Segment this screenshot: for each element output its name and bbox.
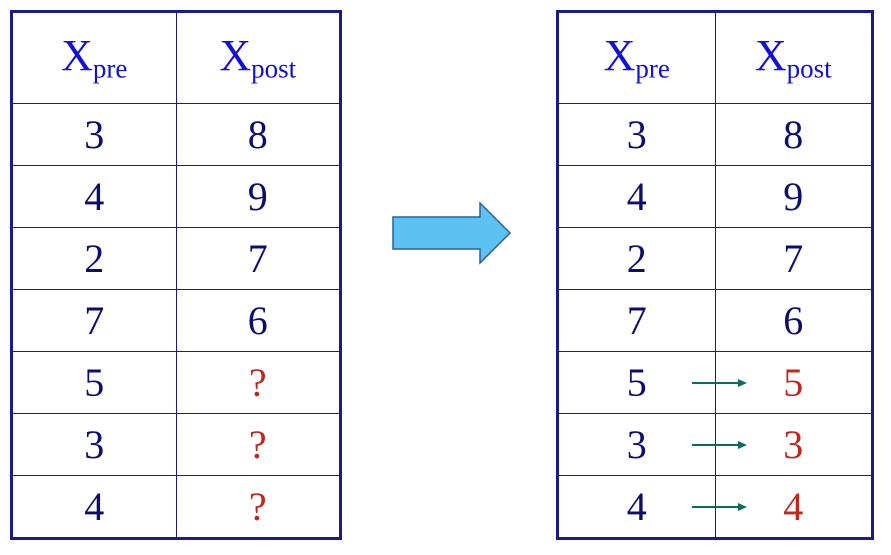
table-row: 7 6	[557, 289, 873, 352]
cell-pre: 3	[557, 103, 716, 166]
table-row: 7 6	[11, 289, 341, 352]
cell-post: 9	[175, 165, 341, 228]
cell-pre: 3	[557, 413, 716, 476]
table-row: 2 7	[11, 227, 341, 290]
cell-post-missing: ?	[175, 351, 341, 414]
cell-post: 6	[175, 289, 341, 352]
cell-post-missing: ?	[175, 475, 341, 539]
table-after: Xpre Xpost 3 8 4 9 2 7 7 6 5	[556, 10, 874, 540]
table-row: 5 5	[557, 351, 873, 414]
header-x-post: Xpost	[714, 11, 873, 104]
small-right-arrow-icon	[691, 440, 747, 449]
cell-pre: 2	[557, 227, 716, 290]
table-row: 4 4	[557, 475, 873, 539]
cell-post: 8	[714, 103, 873, 166]
table-row: 3 3	[557, 413, 873, 476]
small-right-arrow-icon	[691, 502, 747, 511]
cell-post-imputed: 4	[691, 475, 873, 539]
header-x-pre: Xpre	[11, 11, 177, 104]
table-before: Xpre Xpost 3 8 4 9 2 7 7 6 5 ? 3	[10, 10, 342, 540]
right-arrow-icon	[392, 201, 512, 265]
cell-post-missing: ?	[175, 413, 341, 476]
cell-post: 8	[175, 103, 341, 166]
cell-pre: 4	[557, 475, 716, 539]
cell-post: 9	[714, 165, 873, 228]
header-x-post: Xpost	[175, 11, 341, 104]
cell-pre: 3	[11, 413, 177, 476]
header-x-pre: Xpre	[557, 11, 716, 104]
cell-post-imputed: 5	[691, 351, 873, 414]
cell-pre: 7	[557, 289, 716, 352]
cell-pre: 4	[11, 475, 177, 539]
cell-pre: 4	[557, 165, 716, 228]
cell-post: 7	[714, 227, 873, 290]
table-row: 4 9	[557, 165, 873, 228]
table-row: 2 7	[557, 227, 873, 290]
header-row: Xpre Xpost	[557, 11, 873, 104]
cell-pre: 5	[11, 351, 177, 414]
cell-pre: 4	[11, 165, 177, 228]
table-row: 3 ?	[11, 413, 341, 476]
table-row: 3 8	[557, 103, 873, 166]
cell-pre: 2	[11, 227, 177, 290]
cell-post: 6	[714, 289, 873, 352]
cell-pre: 3	[11, 103, 177, 166]
table-row: 3 8	[11, 103, 341, 166]
cell-post: 7	[175, 227, 341, 290]
table-row: 4 9	[11, 165, 341, 228]
cell-post-imputed: 3	[691, 413, 873, 476]
table-row: 4 ?	[11, 475, 341, 539]
header-row: Xpre Xpost	[11, 11, 341, 104]
cell-pre: 7	[11, 289, 177, 352]
table-row: 5 ?	[11, 351, 341, 414]
cell-pre: 5	[557, 351, 716, 414]
small-right-arrow-icon	[691, 378, 747, 387]
